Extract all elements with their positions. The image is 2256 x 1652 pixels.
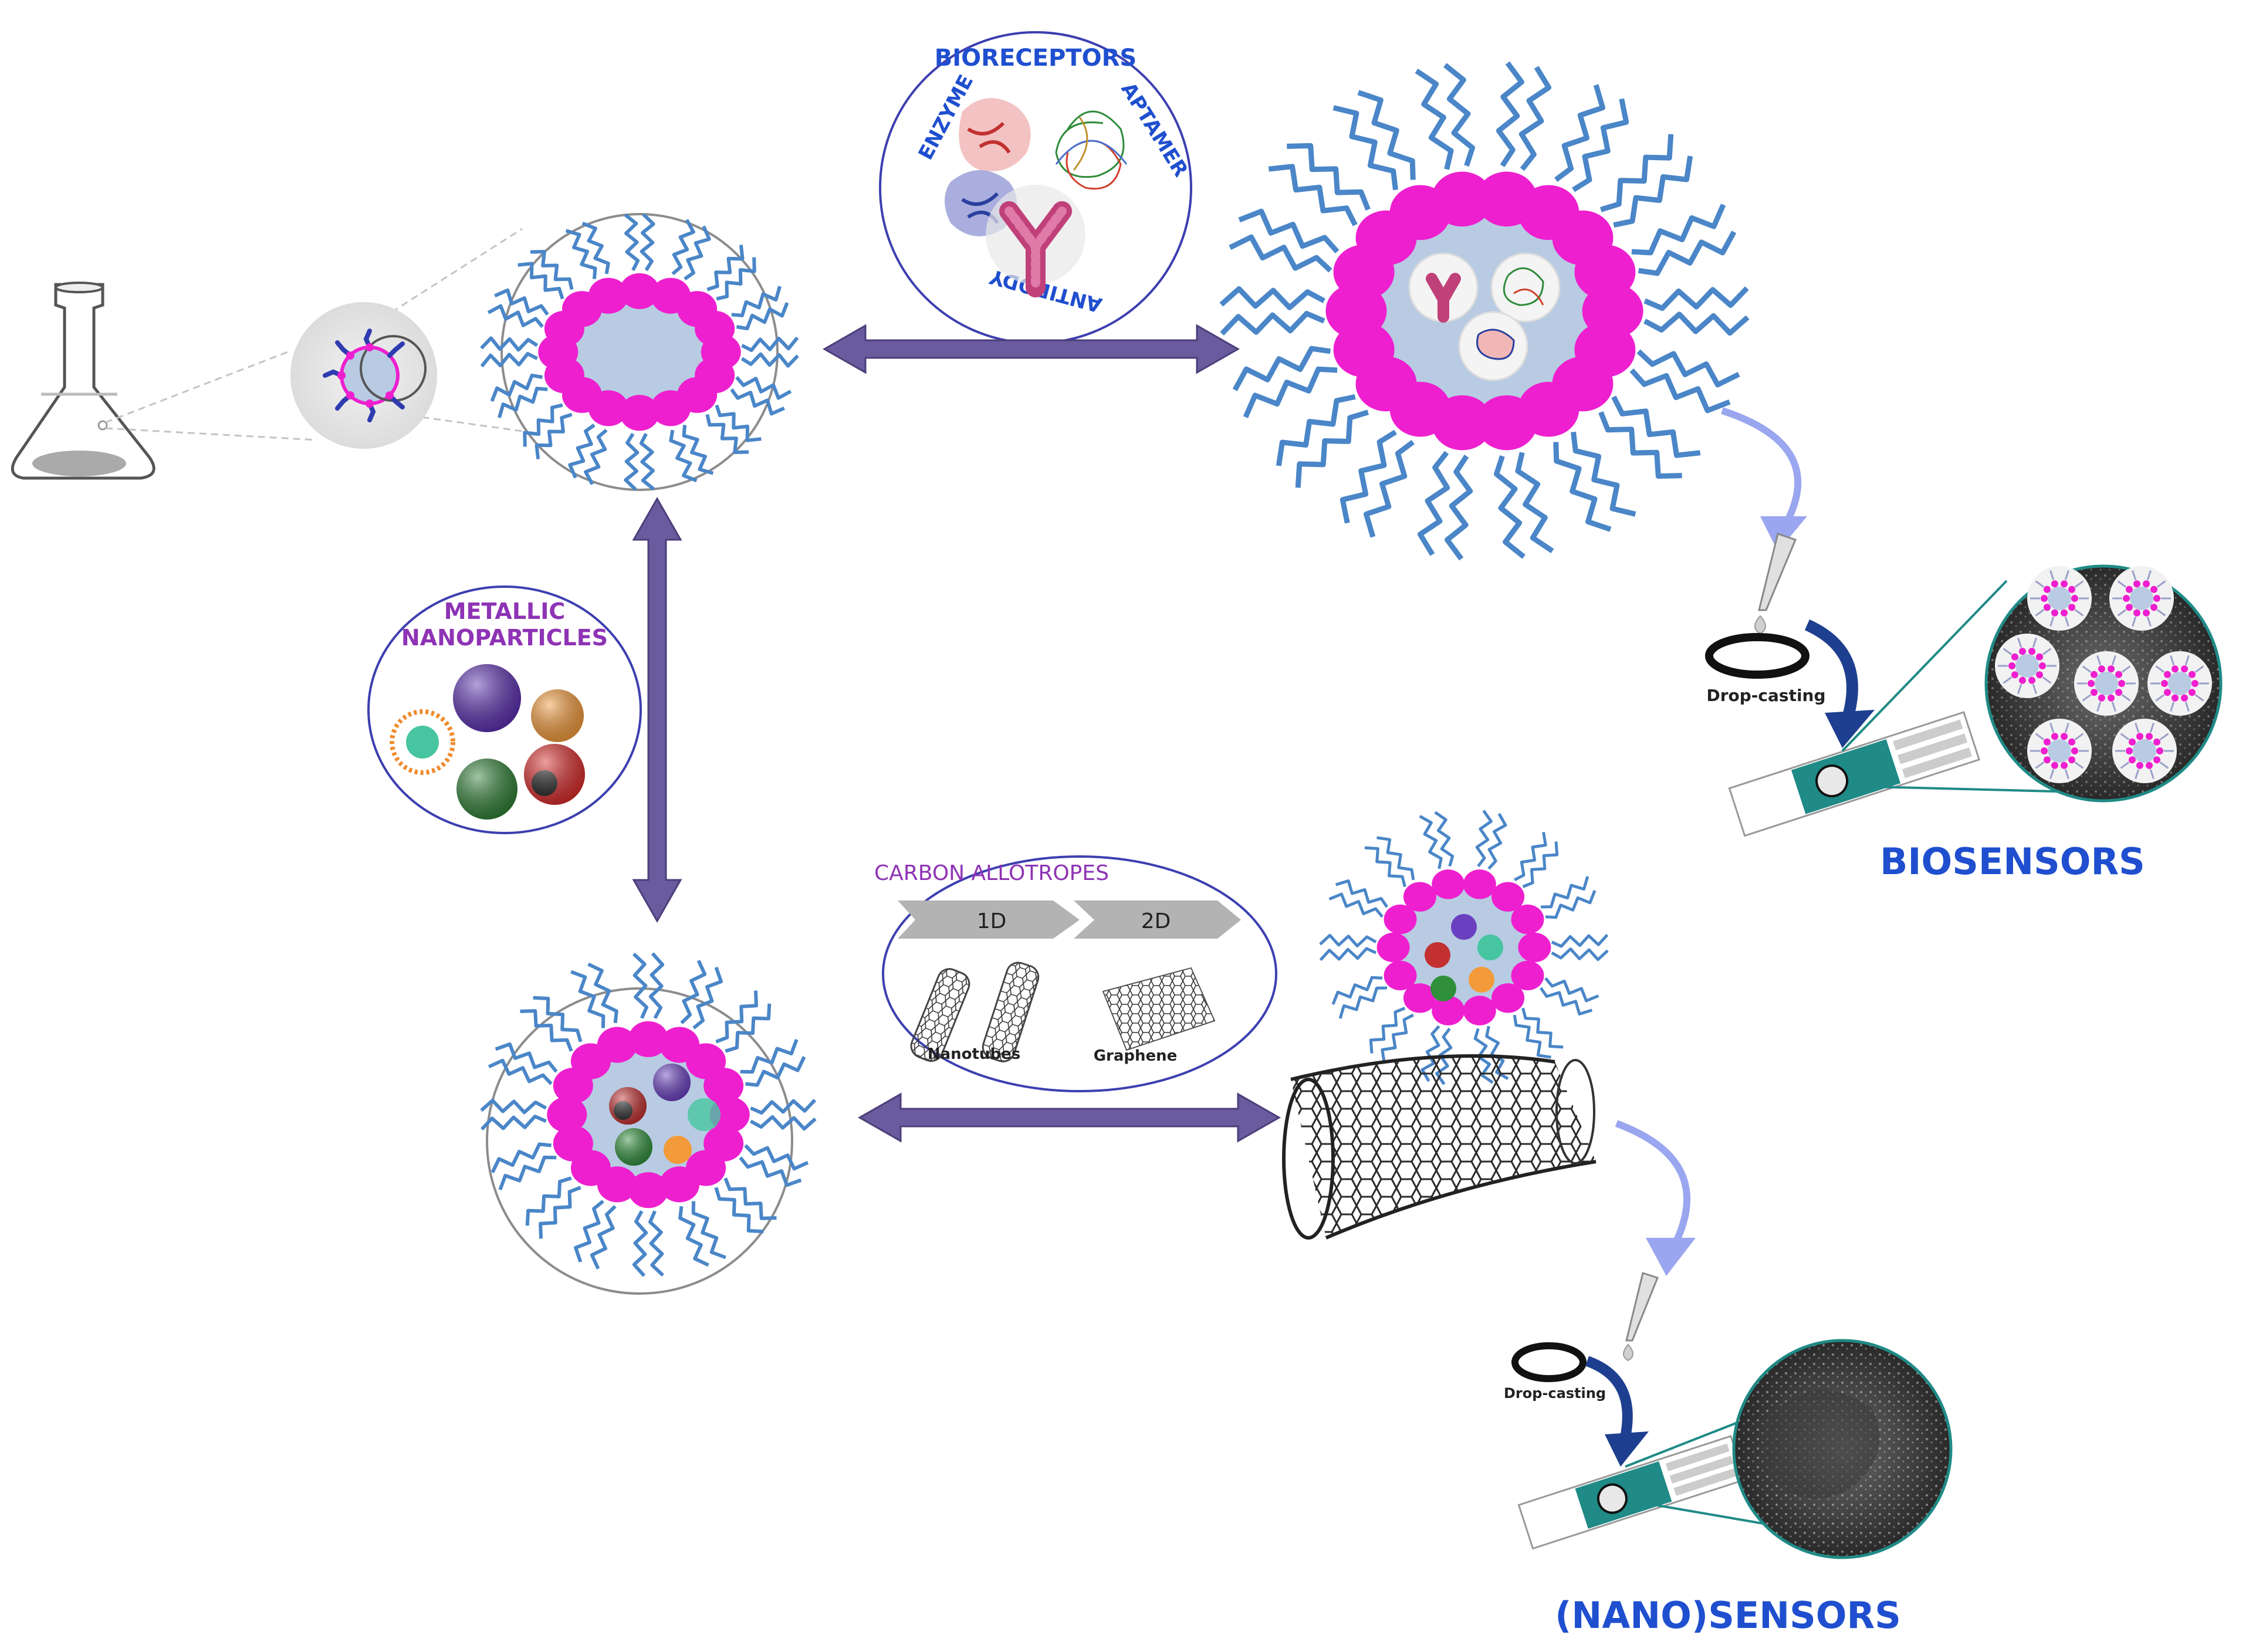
nanotube-sketches (910, 962, 1040, 1062)
curve-arrow-bottom-head (1646, 1238, 1696, 1276)
one-d-label: 1D (977, 909, 1007, 933)
drop-casting-label-bottom: Drop-casting (1504, 1385, 1606, 1402)
curve-arrow-bottom (1615, 1120, 1690, 1251)
drop-arrow-top (1804, 619, 1858, 717)
antibody-structure (986, 185, 1085, 297)
bioreceptors-panel: BIORECEPTORS ENZYME APTAMER ANTIBODY (879, 31, 1192, 344)
double-arrow-bottom (857, 1092, 1281, 1143)
pipette-icon (1754, 533, 1797, 635)
two-d-chevron (1074, 901, 1241, 939)
drop-arrow-bottom (1585, 1356, 1633, 1438)
empty-micelle (480, 213, 799, 491)
carbon-allotropes-title: CARBON ALLOTROPES (874, 861, 1109, 885)
double-arrow-vertical (632, 496, 682, 923)
drop-arrow-bottom-head (1605, 1431, 1649, 1467)
aptamer-structure (1055, 110, 1128, 190)
bioreceptors-title: BIORECEPTORS (935, 45, 1137, 72)
screen-printed-electrode-top (1728, 711, 1981, 837)
nanosensor-assembly: Drop-casting (1504, 1272, 1953, 1559)
nanotubes-label: Nanotubes (928, 1045, 1020, 1063)
nanosensors-label: (NANO)SENSORS (1555, 1594, 1901, 1637)
graphene-label: Graphene (1094, 1047, 1178, 1065)
nanoparticle-micelle-on-nanotube (1319, 810, 1609, 1085)
drop-casting-label-top: Drop-casting (1706, 686, 1825, 705)
screen-printed-electrode-bottom (1517, 1435, 1746, 1550)
nanoparticle-spheres (390, 664, 585, 820)
drop-arrow-top-head (1825, 710, 1875, 748)
one-d-chevron (898, 901, 1080, 939)
loaded-nanoparticles (609, 1064, 721, 1166)
metallic-title-line2: NANOPARTICLES (401, 625, 608, 651)
pipette-icon-bottom (1623, 1272, 1659, 1362)
graphene-sheet (1102, 967, 1216, 1051)
biosensor-assembly: Drop-casting (1705, 533, 2223, 837)
sem-micelle-particles (1995, 566, 2212, 783)
biosensors-label: BIOSENSORS (1880, 840, 2145, 883)
zoom-lens (290, 302, 437, 449)
carbon-nanotube (1282, 1054, 1597, 1240)
flask-icon (11, 282, 155, 480)
metallic-title-line1: METALLIC (444, 598, 566, 624)
metallic-nanoparticles-panel: METALLIC NANOPARTICLES (367, 585, 642, 834)
curve-arrow-top-head (1760, 516, 1807, 551)
double-arrow-top (822, 324, 1240, 374)
curve-arrow-top (1721, 407, 1801, 530)
carbon-allotropes-panel: CARBON ALLOTROPES 1D 2D Nanotubes Graphe… (874, 855, 1277, 1092)
bioreceptor-loaded-micelle (1219, 61, 1750, 561)
two-d-label: 2D (1141, 909, 1171, 933)
